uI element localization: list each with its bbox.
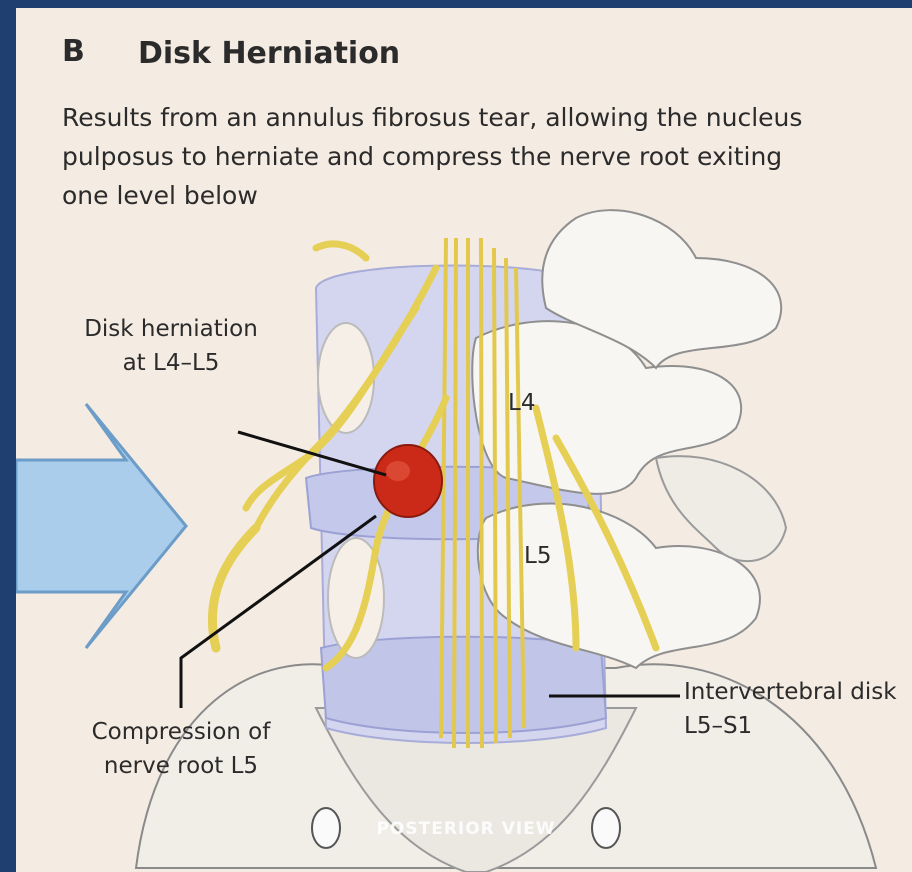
herniation-highlight (386, 461, 410, 481)
panel-description: Results from an annulus fibrosus tear, a… (62, 98, 822, 215)
panel-letter: B (62, 34, 85, 69)
sacral-foramen-right (592, 808, 620, 848)
view-label: POSTERIOR VIEW (376, 814, 556, 844)
label-l4: L4 (508, 390, 535, 416)
figure-panel: B Disk Herniation Results from an annulu… (16, 8, 912, 872)
panel-title: Disk Herniation (138, 36, 400, 71)
herniation-mass (374, 445, 442, 517)
label-l5: L5 (524, 543, 551, 569)
label-nerve-compression: Compression of nerve root L5 (76, 715, 286, 783)
label-disk-herniation: Disk herniation at L4–L5 (76, 312, 266, 380)
sacral-foramen-left (312, 808, 340, 848)
label-intervertebral-disk: Intervertebral disk L5–S1 (684, 675, 904, 743)
arrow-icon (16, 404, 186, 648)
